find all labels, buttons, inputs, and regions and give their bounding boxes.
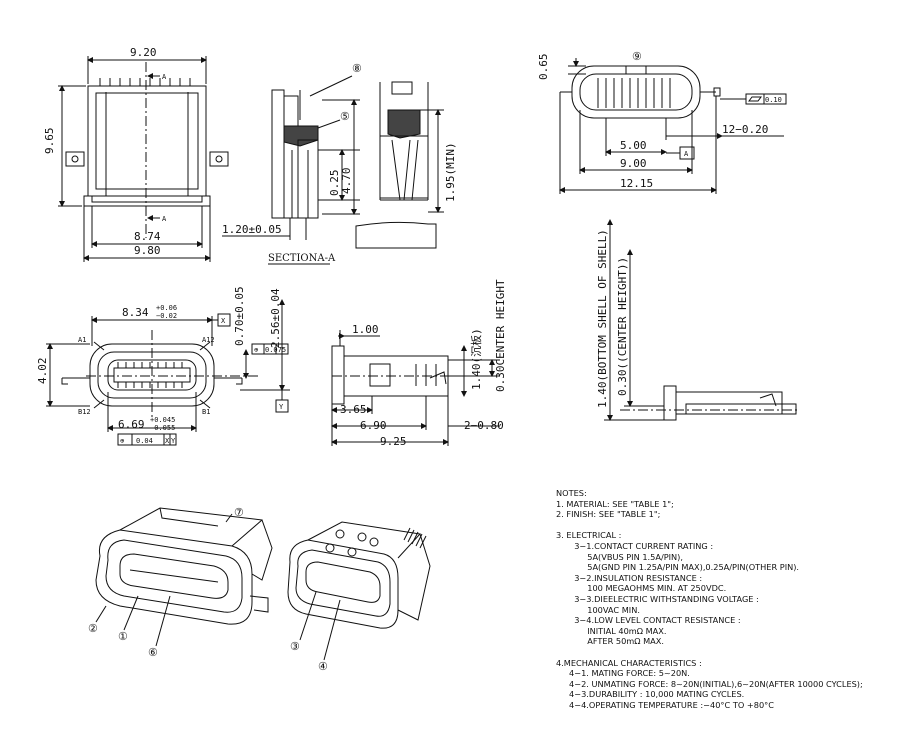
dim-900: 9.00: [620, 157, 647, 170]
notes-line: 4−4.OPERATING TEMPERATURE :−40°C TO +80°…: [556, 699, 774, 710]
notes-line: 4−3.DURABILITY : 10,000 MATING CYCLES.: [556, 689, 745, 700]
dim-280: 2−0.80: [464, 419, 504, 432]
dim-120: 1.20±0.05: [222, 223, 282, 236]
callout-7: ⑦: [234, 506, 244, 519]
notes-line: 4.MECHANICAL CHARACTERISTICS :: [556, 657, 702, 668]
section-mark-bottom: A: [162, 215, 167, 223]
notes-line: [556, 520, 906, 531]
dim-195: 1.95(MIN): [444, 142, 457, 202]
right-side-view: [604, 219, 800, 421]
notes-line: 100VAC MIN.: [556, 604, 640, 615]
callout-6: ⑥: [148, 646, 158, 659]
datum-x: X: [221, 317, 226, 325]
notes-line: [556, 647, 906, 658]
notes-line: INITIAL 40mΩ MAX.: [556, 625, 667, 636]
side-view: [331, 330, 500, 446]
dim-834: 8.34: [122, 306, 149, 319]
dim-025: 0.25: [328, 170, 341, 197]
flatness-value: 0.10: [765, 96, 782, 104]
callout-3: ③: [290, 640, 300, 653]
callout-2: ②: [88, 622, 98, 635]
callout-8: ⑧: [352, 62, 362, 75]
dim-834-tol-up: +0.06: [156, 304, 177, 312]
dim-834-tol-down: −0.02: [156, 312, 177, 320]
dim-874: 8.74: [134, 230, 161, 243]
dim-980: 9.80: [134, 244, 161, 257]
notes-block: NOTES: 1. MATERIAL: SEE "TABLE 1"; 2. FI…: [556, 488, 906, 710]
datum-y: Y: [279, 403, 284, 411]
callout-1: ①: [118, 630, 128, 643]
tol-004-ref2: Y: [171, 437, 176, 445]
pin-a1: A1: [78, 336, 86, 344]
front-view: [46, 299, 290, 446]
notes-line: 3−1.CONTACT CURRENT RATING :: [556, 540, 714, 551]
dim-12: 12−0.20: [722, 123, 768, 136]
dim-030-center: 0.30((CENTER HEIGHT)): [616, 257, 629, 396]
dim-1215: 12.15: [620, 177, 653, 190]
section-label: SECTIONA-A: [268, 253, 336, 264]
dim-669-tol-down: −0.055: [150, 424, 175, 432]
notes-line: 4−2. UNMATING FORCE: 8~20N(INITIAL),6~20…: [556, 678, 863, 689]
notes-line: NOTES:: [556, 488, 587, 498]
notes-line: 3−4.LOW LEVEL CONTACT RESISTANCE :: [556, 615, 741, 626]
dim-470: 4.70: [340, 168, 353, 195]
dim-925: 9.25: [380, 435, 407, 448]
dim-669: 6.69: [118, 418, 145, 431]
dim-140-shell: 1.40(BOTTOM SHELL OF SHELL): [596, 229, 609, 408]
section-view: [222, 75, 444, 265]
pin-b12: B12: [78, 408, 91, 416]
dim-256: 2.56±0.04: [269, 288, 282, 348]
notes-line: 1. MATERIAL: SEE "TABLE 1";: [556, 498, 674, 509]
dim-669-tol-up: +0.045: [150, 416, 175, 424]
datum-a: A: [684, 150, 689, 158]
tol-004: 0.04: [136, 437, 153, 445]
notes-line: 3−2.INSULATION RESISTANCE :: [556, 572, 703, 583]
notes-line: 2. FINISH: SEE "TABLE 1";: [556, 509, 661, 520]
dim-065: 0.65: [537, 54, 550, 81]
dim-030: 0.30CENTER HEIGHT: [494, 279, 507, 392]
dimension-labels: 9.20 9.65 8.74 9.80 A A ⑧ ⑤ 0.25 4.70 1.…: [36, 46, 782, 673]
notes-line: 3. ELECTRICAL :: [556, 530, 622, 541]
tol-0075: 0.075: [265, 346, 286, 354]
pin-b1: B1: [202, 408, 210, 416]
dim-500: 5.00: [620, 139, 647, 152]
notes-line: 5A(GND PIN 1.25A/PIN MAX),0.25A/PIN(OTHE…: [556, 562, 800, 573]
callout-9: ⑨: [632, 50, 642, 63]
dim-402: 4.02: [36, 358, 49, 385]
notes-line: 3−3.DIEELECTRIC WITHSTANDING VOLTAGE :: [556, 593, 759, 604]
tol-004-ref1: X: [165, 437, 170, 445]
pin-a12: A12: [202, 336, 215, 344]
dim-070: 0.70±0.05: [233, 286, 246, 346]
position-symbol-icon: ⊕: [254, 346, 259, 354]
section-mark-top: A: [162, 73, 167, 81]
dim-365: 3.65: [340, 403, 367, 416]
notes-line: 100 MEGAOHMS MIN. AT 250VDC.: [556, 583, 727, 594]
dim-140: 1.40(沉板): [469, 328, 483, 390]
top-right-view: [559, 58, 787, 194]
dim-920: 9.20: [130, 46, 157, 59]
iso-view-right: [287, 521, 431, 661]
dim-690: 6.90: [360, 419, 387, 432]
position-symbol-icon-2: ⊕: [120, 437, 125, 445]
notes-line: AFTER 50mΩ MAX.: [556, 636, 664, 647]
dim-965: 9.65: [43, 128, 56, 155]
top-left-view: [58, 56, 229, 262]
callout-5: ⑤: [340, 110, 350, 123]
iso-view-left: [95, 507, 273, 647]
notes-line: 4−1. MATING FORCE: 5~20N.: [556, 668, 690, 679]
dim-100: 1.00: [352, 323, 379, 336]
notes-line: 5A(VBUS PIN 1.5A/PIN),: [556, 551, 683, 562]
callout-4: ④: [318, 660, 328, 673]
